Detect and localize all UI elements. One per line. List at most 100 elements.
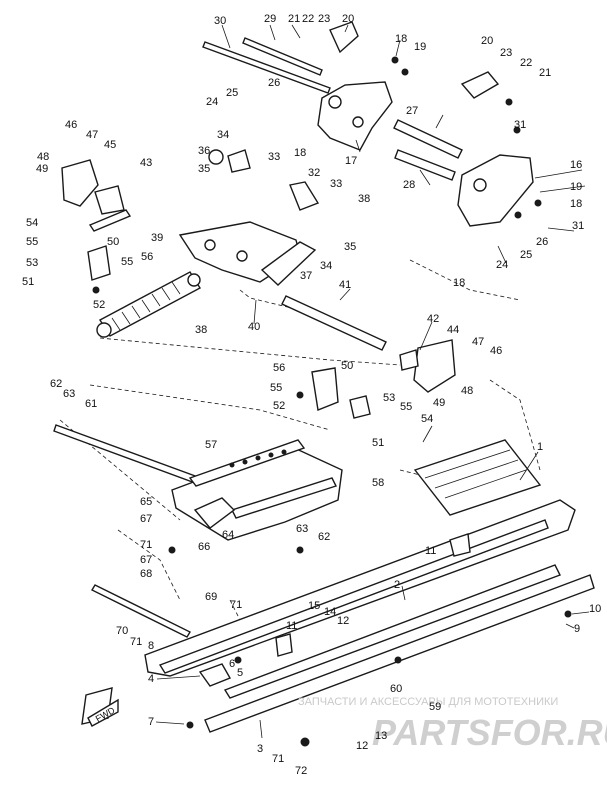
- callout-3: 3: [257, 743, 263, 755]
- callout-51: 51: [22, 276, 34, 288]
- slide-rails: [144, 439, 595, 733]
- callout-24: 24: [206, 96, 218, 108]
- callout-47: 47: [472, 336, 484, 348]
- callout-18: 18: [453, 277, 465, 289]
- callout-36: 36: [198, 145, 210, 157]
- callout-61: 61: [85, 398, 97, 410]
- callout-11: 11: [286, 620, 297, 632]
- callout-16: 16: [570, 159, 582, 171]
- callout-11: 11: [425, 545, 436, 557]
- callout-71: 71: [230, 599, 242, 611]
- callout-55: 55: [26, 236, 38, 248]
- callout-63: 63: [63, 388, 75, 400]
- callout-27: 27: [406, 105, 418, 117]
- callout-35: 35: [344, 241, 356, 253]
- callout-62: 62: [50, 378, 62, 390]
- watermark-logo: PARTSFOR.RU: [372, 712, 607, 753]
- callout-12: 12: [356, 740, 368, 752]
- callout-66: 66: [198, 541, 210, 553]
- callout-56: 56: [141, 251, 153, 263]
- rear-bracket-plates: [311, 339, 456, 419]
- callout-19: 19: [414, 41, 426, 53]
- rear-frame: [171, 439, 343, 541]
- callout-54: 54: [421, 413, 433, 425]
- callout-38: 38: [195, 324, 207, 336]
- callout-58: 58: [372, 477, 384, 489]
- upper-pivot-bracket-right: [457, 71, 534, 227]
- callout-33: 33: [268, 151, 280, 163]
- callout-31: 31: [572, 220, 584, 232]
- callout-39: 39: [151, 232, 163, 244]
- callout-54: 54: [26, 217, 38, 229]
- callout-59: 59: [429, 701, 441, 713]
- callout-24: 24: [496, 259, 508, 271]
- callout-65: 65: [140, 496, 152, 508]
- callout-32: 32: [308, 167, 320, 179]
- callout-17: 17: [345, 155, 357, 167]
- shock-absorber: [96, 271, 201, 338]
- callout-22: 22: [520, 57, 532, 69]
- callout-63: 63: [296, 523, 308, 535]
- fasteners: [92, 56, 572, 747]
- callout-21: 21: [539, 67, 551, 79]
- callout-71: 71: [130, 636, 142, 648]
- callout-7: 7: [148, 716, 154, 728]
- callout-14: 14: [324, 606, 336, 618]
- callout-2: 2: [394, 579, 400, 591]
- callout-30: 30: [214, 15, 226, 27]
- callout-28: 28: [403, 179, 415, 191]
- callout-6: 6: [229, 658, 235, 670]
- callout-18: 18: [570, 198, 582, 210]
- callout-55: 55: [121, 256, 133, 268]
- callout-56: 56: [273, 362, 285, 374]
- callout-50: 50: [341, 360, 353, 372]
- callout-34: 34: [320, 260, 332, 272]
- callout-72: 72: [295, 765, 307, 777]
- callout-21: 21: [288, 13, 300, 25]
- callout-4: 4: [148, 673, 154, 685]
- callout-53: 53: [26, 257, 38, 269]
- front-arm-assembly: [178, 149, 320, 286]
- callout-22: 22: [302, 13, 314, 25]
- callout-71: 71: [272, 753, 284, 765]
- watermark: ЗАПЧАСТИ И АКСЕССУАРЫ ДЛЯ МОТОТЕХНИКИ PA…: [298, 696, 607, 753]
- callout-70: 70: [116, 625, 128, 637]
- callout-48: 48: [461, 385, 473, 397]
- callout-18: 18: [294, 147, 306, 159]
- callout-49: 49: [36, 163, 48, 175]
- callout-35: 35: [198, 163, 210, 175]
- callout-49: 49: [433, 397, 445, 409]
- callout-53: 53: [383, 392, 395, 404]
- callout-8: 8: [148, 640, 154, 652]
- callout-48: 48: [37, 151, 49, 163]
- callout-31: 31: [514, 119, 526, 131]
- callout-25: 25: [520, 249, 532, 261]
- callout-60: 60: [390, 683, 402, 695]
- callout-23: 23: [500, 47, 512, 59]
- callout-67: 67: [140, 554, 152, 566]
- callout-18: 18: [395, 33, 407, 45]
- callout-26: 26: [536, 236, 548, 248]
- watermark-caption: ЗАПЧАСТИ И АКСЕССУАРЫ ДЛЯ МОТОТЕХНИКИ: [298, 696, 558, 708]
- callout-71: 71: [140, 539, 152, 551]
- callout-43: 43: [140, 157, 152, 169]
- callout-40: 40: [248, 321, 260, 333]
- callout-47: 47: [86, 129, 98, 141]
- callout-55: 55: [400, 401, 412, 413]
- callout-46: 46: [65, 119, 77, 131]
- callout-13: 13: [375, 730, 387, 742]
- callout-68: 68: [140, 568, 152, 580]
- assembly-lines: [59, 259, 541, 641]
- callout-9: 9: [574, 623, 580, 635]
- callout-34: 34: [217, 129, 229, 141]
- callout-38: 38: [358, 193, 370, 205]
- upper-pivot-bracket-left: [317, 21, 393, 151]
- callout-25: 25: [226, 87, 238, 99]
- callout-20: 20: [342, 13, 354, 25]
- callout-15: 15: [308, 600, 320, 612]
- callout-41: 41: [339, 279, 351, 291]
- callout-26: 26: [268, 77, 280, 89]
- callout-12: 12: [337, 615, 349, 627]
